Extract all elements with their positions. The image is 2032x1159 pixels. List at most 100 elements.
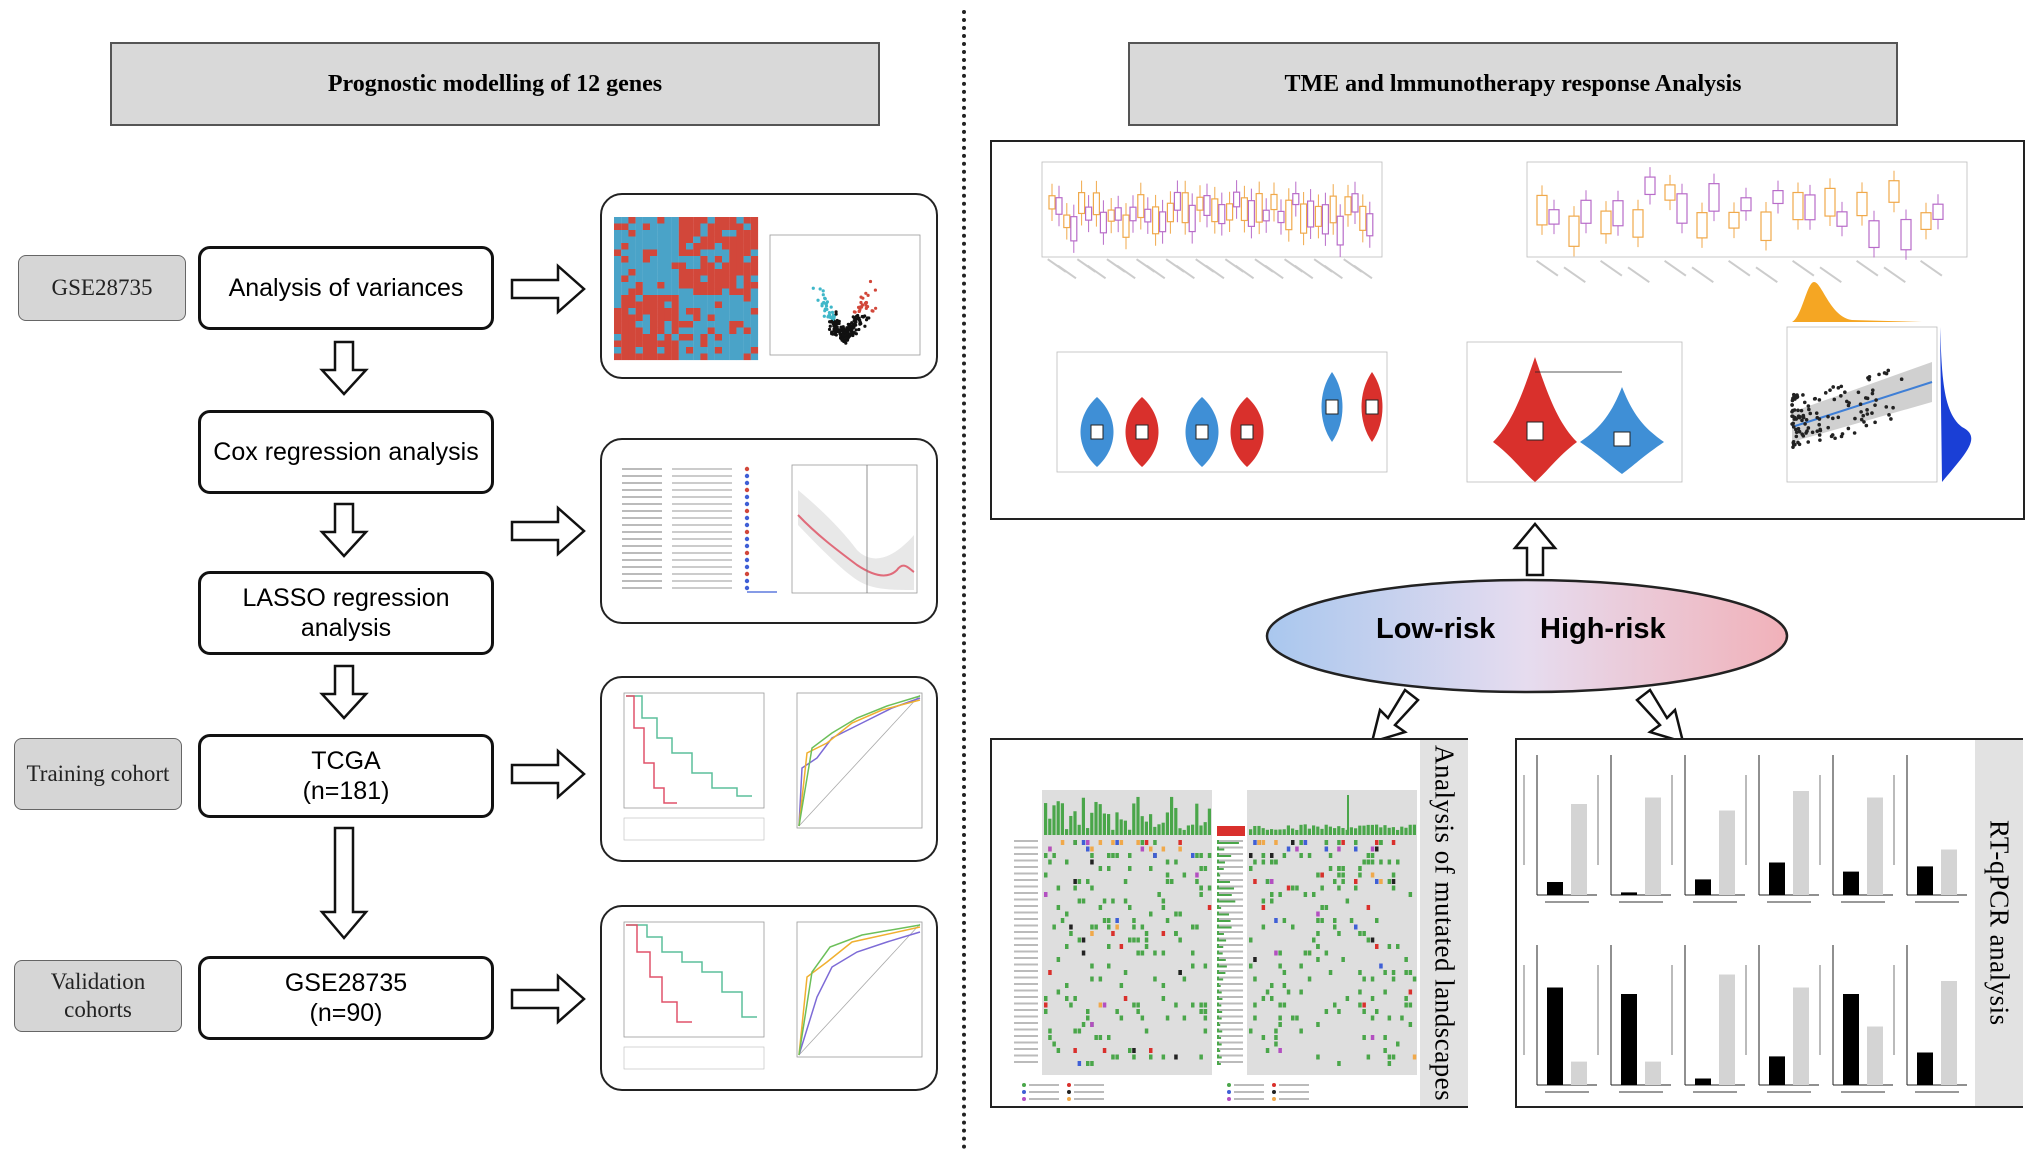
mutation-cell [1128,853,1132,858]
heatmap-cell [678,230,687,237]
heatmap-cell [628,288,636,296]
mutation-cell [1295,846,1299,852]
mutation-cell [1090,859,1094,865]
qpcr-bar-control [1547,987,1563,1085]
mutation-cell [1253,859,1257,865]
tmb-bar [1362,825,1366,835]
tmb-bar [1086,828,1090,835]
heatmap-cell [722,288,730,296]
mutation-cell [1098,976,1103,982]
scatter-point [1791,421,1796,426]
mutation-cell [1270,983,1274,988]
scatter-point [1808,411,1813,416]
mutation-cell [1115,924,1119,930]
heatmap-cell [750,256,759,263]
scatter-point [1805,429,1809,433]
mutation-cell [1354,840,1358,845]
qpcr-ylabel [1893,775,1895,865]
heatmap-cell [736,269,744,276]
scatter-point [1870,411,1874,415]
boxplot-tick-label [1323,264,1343,280]
survival-roc-validation-figure [623,921,923,1070]
heatmap-cell [650,223,658,231]
right-title-box: TME and lmmunotherapy response Analysis [1128,42,1898,126]
legend-swatch [1272,1090,1276,1094]
heatmap-cell [635,236,643,244]
heatmap-cell [750,314,759,322]
heatmap-cell [743,321,751,328]
gene-label [1014,924,1038,927]
volcano-point [822,314,826,318]
mutation-cell [1090,885,1094,891]
legend-label [1234,1084,1264,1086]
mutation-cell [1337,1061,1341,1066]
mutation-cell [1274,1041,1278,1047]
mutation-cell [1119,983,1124,988]
mutation-cell [1324,950,1329,956]
mutation-cell [1261,859,1266,865]
heatmap-cell [642,275,651,283]
forest-row-label [622,552,662,554]
heatmap-cell [700,314,708,322]
heatmap-cell [729,275,737,283]
mutation-cell [1174,1054,1178,1060]
gene-label [1219,957,1243,959]
heatmap-cell [657,236,665,244]
gene-label [1219,1015,1243,1018]
mutation-cell [1404,957,1408,962]
qpcr-xlabel [1915,1091,1959,1093]
mutation-cell [1249,866,1253,871]
mutation-cell [1065,911,1069,917]
mutation-cell [1165,872,1170,878]
heatmap-cell [657,269,665,276]
heatmap-cell [614,308,622,315]
tmb-bar [1123,820,1127,835]
forest-row-value [672,538,732,540]
mutation-cell [1086,1061,1090,1066]
volcano-point [828,324,832,328]
heatmap-cell [693,288,701,296]
heatmap-cell [650,230,658,237]
mutation-cell [1090,976,1094,982]
heatmap-cell [642,334,651,341]
heatmap-cell [650,217,658,224]
heatmap-cell [628,340,636,348]
scatter-point [1866,376,1870,380]
forest-row-value [672,545,732,547]
heatmap-cell [736,295,744,302]
heatmap-cell [650,327,658,335]
heatmap-cell [671,236,679,244]
heatmap-cell [671,334,679,341]
scatter-point [1862,420,1866,424]
scatter-point [1836,415,1841,420]
gene-label [1014,1061,1038,1063]
mutation-cell [1307,976,1312,982]
heatmap-cell [614,275,622,283]
heatmap-cell [671,217,679,224]
mutation-cell [1349,918,1354,923]
mutation-cell [1077,937,1082,943]
heatmap-cell [700,249,708,257]
tmb-bar [1291,828,1295,835]
volcano-point [832,329,836,333]
mutation-cell [1107,963,1111,969]
forest-point [744,466,750,472]
mutation-cell [1165,1015,1170,1021]
mutation-cell [1060,918,1065,923]
mutation-cell [1111,853,1115,858]
heatmap-cell [628,223,636,231]
mutation-cell [1362,931,1366,936]
forest-row-label [622,559,662,561]
mutation-cell [1136,950,1140,956]
right-title: TME and lmmunotherapy response Analysis [1284,70,1742,97]
volcano-point [859,300,863,305]
mutation-cell [1149,1048,1153,1053]
high-risk-violin [1493,357,1577,482]
heatmap-cell [614,217,622,224]
forest-row-label [622,566,662,568]
boxplot-box [1644,176,1656,196]
heatmap-cell [671,301,679,309]
volcano-point [844,336,848,340]
heatmap-cell [707,314,715,322]
scatter-point [1802,400,1807,405]
